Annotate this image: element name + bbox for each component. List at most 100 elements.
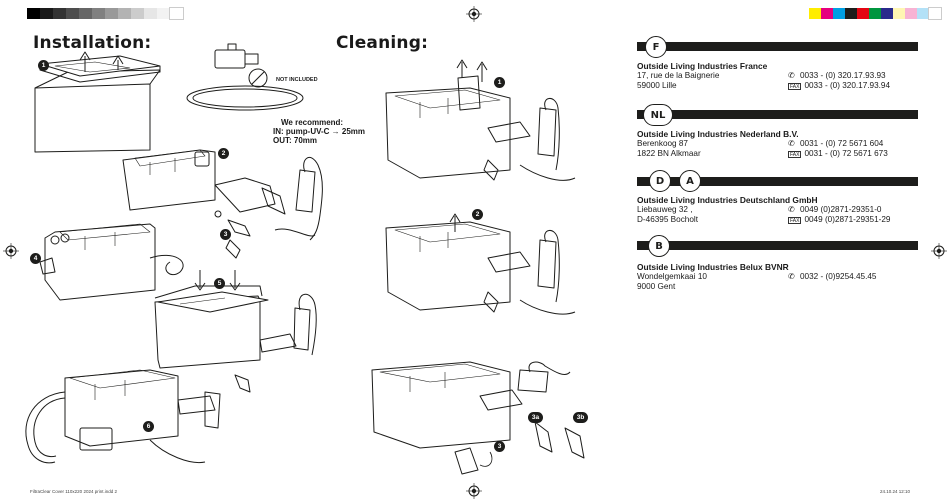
pump-hose-not-included bbox=[186, 43, 304, 111]
color-calibration-bar bbox=[809, 7, 942, 20]
grey-swatch bbox=[105, 8, 118, 19]
color-swatch bbox=[869, 8, 881, 19]
clean-step-2-badge: 2 bbox=[472, 209, 483, 220]
grey-swatch bbox=[92, 8, 105, 19]
color-swatch bbox=[893, 8, 905, 19]
address-france: 17, rue de la Baignerie 59000 Lille bbox=[637, 71, 719, 91]
color-swatch bbox=[857, 8, 869, 19]
address-line: D-46395 Bocholt bbox=[637, 215, 698, 224]
company-germany: Outside Living Industries Deutschland Gm… bbox=[637, 195, 818, 205]
color-swatch bbox=[809, 8, 821, 19]
country-badge-nl: NL bbox=[643, 104, 673, 126]
phone-number: 0032 - (0)9254.45.45 bbox=[800, 272, 877, 281]
phone-number: 0049 (0)2871-29351-0 bbox=[800, 205, 882, 214]
install-step-5-badge: 5 bbox=[214, 278, 225, 289]
not-included-label: NOT INCLUDED bbox=[276, 77, 318, 83]
install-step-3-badge: 3 bbox=[220, 229, 231, 240]
address-line: Wondelgemkaai 10 bbox=[637, 272, 707, 281]
cleaning-box-step-2 bbox=[385, 213, 576, 315]
fax-icon: FAX bbox=[788, 150, 802, 158]
grey-swatch bbox=[27, 8, 40, 19]
address-line: Berenkoog 87 bbox=[637, 139, 688, 148]
grey-calibration-bar bbox=[27, 7, 184, 20]
grey-swatch bbox=[53, 8, 66, 19]
registration-mark-left bbox=[3, 243, 19, 259]
filter-box-step-2 bbox=[122, 149, 323, 241]
fax-icon: FAX bbox=[788, 82, 802, 90]
grey-swatch bbox=[169, 7, 184, 20]
address-netherlands: Berenkoog 87 1822 BN Alkmaar bbox=[637, 139, 701, 159]
address-line: 9000 Gent bbox=[637, 282, 676, 291]
cleaning-box-step-3 bbox=[371, 361, 585, 475]
grey-swatch bbox=[79, 8, 92, 19]
address-line: 59000 Lille bbox=[637, 81, 677, 90]
install-step-1-badge: 1 bbox=[38, 60, 49, 71]
installation-heading: Installation: bbox=[33, 33, 152, 53]
fax-number: 0033 - (0) 320.17.93.94 bbox=[804, 81, 891, 90]
filter-box-step-5 bbox=[154, 270, 317, 393]
clean-step-1-badge: 1 bbox=[494, 77, 505, 88]
country-badge-d: D bbox=[649, 170, 671, 192]
fax-icon: FAX bbox=[788, 216, 802, 224]
filter-box-step-6 bbox=[25, 369, 221, 464]
clean-step-3-badge: 3 bbox=[494, 441, 505, 452]
color-swatch bbox=[881, 8, 893, 19]
filter-box-step-1 bbox=[34, 51, 161, 153]
registration-mark-right bbox=[931, 243, 947, 259]
country-bar-germany bbox=[637, 177, 918, 186]
phone-icon: ✆ bbox=[788, 272, 795, 281]
address-line: 1822 BN Alkmaar bbox=[637, 149, 701, 158]
phone-icon: ✆ bbox=[788, 71, 795, 80]
color-swatch bbox=[833, 8, 845, 19]
instruction-illustrations bbox=[25, 43, 585, 475]
company-france: Outside Living Industries France bbox=[637, 61, 768, 71]
recommend-in: IN: pump-UV-C → 25mm bbox=[273, 127, 366, 136]
company-belux: Outside Living Industries Belux BVNR bbox=[637, 262, 789, 272]
clean-step-3b-badge: 3b bbox=[573, 412, 588, 423]
country-bar-netherlands bbox=[637, 110, 918, 119]
print-slug-right: 24.10.24 12:10 bbox=[880, 489, 911, 494]
country-bar-belux bbox=[637, 241, 918, 250]
country-badge-b: B bbox=[648, 235, 670, 257]
grey-swatch bbox=[118, 8, 131, 19]
color-swatch bbox=[905, 8, 917, 19]
address-line: Liebauweg 32 , bbox=[637, 205, 693, 214]
recommend-title: We recommend: bbox=[281, 118, 344, 127]
registration-mark-top bbox=[466, 6, 482, 22]
fax-number: 0049 (0)2871-29351-29 bbox=[804, 215, 891, 224]
grey-swatch bbox=[66, 8, 79, 19]
install-step-6-badge: 6 bbox=[143, 421, 154, 432]
filter-box-step-3 bbox=[214, 210, 251, 259]
address-germany: Liebauweg 32 , D-46395 Bocholt bbox=[637, 205, 698, 225]
grey-swatch bbox=[131, 8, 144, 19]
color-swatch bbox=[917, 8, 929, 19]
cleaning-box-step-1 bbox=[385, 59, 576, 181]
recommend-out: OUT: 70mm bbox=[273, 136, 318, 145]
install-step-4-badge: 4 bbox=[30, 253, 41, 264]
country-bar-france bbox=[637, 42, 918, 51]
print-slug-left: FiltraClear Cover 110x220 2024 print.ind… bbox=[30, 489, 117, 494]
registration-mark-bottom bbox=[466, 483, 482, 499]
grey-swatch bbox=[144, 8, 157, 19]
grey-swatch bbox=[40, 8, 53, 19]
grey-swatch bbox=[157, 8, 170, 19]
country-badge-f: F bbox=[645, 36, 667, 58]
country-badge-a: A bbox=[679, 170, 701, 192]
phone-number: 0033 - (0) 320.17.93.93 bbox=[800, 71, 886, 80]
contact-belux: ✆ 0032 - (0)9254.45.45 bbox=[788, 272, 876, 282]
phone-icon: ✆ bbox=[788, 139, 795, 148]
cleaning-heading: Cleaning: bbox=[336, 33, 429, 53]
color-swatch bbox=[928, 7, 942, 20]
fax-number: 0031 - (0) 72 5671 673 bbox=[804, 149, 888, 158]
filter-box-step-4 bbox=[39, 223, 184, 301]
color-swatch bbox=[821, 8, 833, 19]
address-belux: Wondelgemkaai 10 9000 Gent bbox=[637, 272, 707, 292]
address-line: 17, rue de la Baignerie bbox=[637, 71, 720, 80]
phone-number: 0031 - (0) 72 5671 604 bbox=[800, 139, 884, 148]
clean-step-3a-badge: 3a bbox=[528, 412, 543, 423]
company-netherlands: Outside Living Industries Nederland B.V. bbox=[637, 129, 799, 139]
recommendation-block: We recommend: IN: pump-UV-C → 25mm OUT: … bbox=[273, 118, 365, 145]
phone-icon: ✆ bbox=[788, 205, 795, 214]
